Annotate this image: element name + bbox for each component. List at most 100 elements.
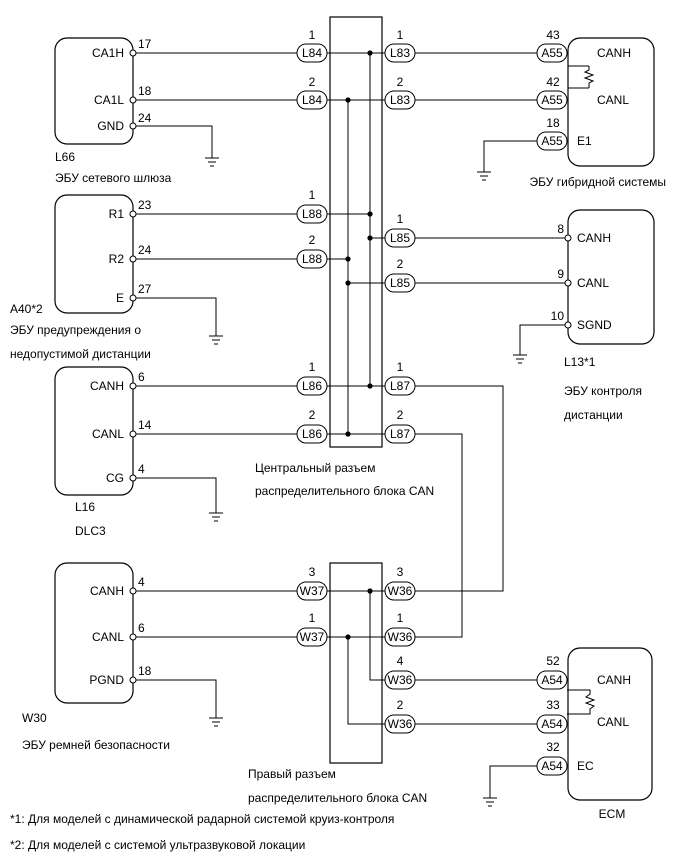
pin-number: 9 bbox=[557, 267, 564, 281]
wire-dlc-cg bbox=[133, 477, 217, 513]
pin-number: 42 bbox=[546, 75, 560, 89]
unit-code: L13*1 bbox=[564, 355, 596, 369]
unit-name: ECM bbox=[599, 807, 626, 821]
pin-number: 2 bbox=[397, 75, 404, 89]
pin-number: 18 bbox=[138, 664, 152, 678]
svg-text:L83: L83 bbox=[390, 46, 410, 60]
pin-number: 6 bbox=[138, 370, 145, 384]
pin-label: CG bbox=[106, 471, 124, 485]
connector-l86-2: L86 bbox=[296, 424, 328, 444]
splice-dot bbox=[345, 634, 351, 640]
pin-label: CANH bbox=[597, 46, 631, 60]
pin-label: CANL bbox=[92, 630, 124, 644]
pin-number: 4 bbox=[138, 575, 145, 589]
footnote: *2: Для моделей с системой ультразвуково… bbox=[10, 838, 305, 852]
connector-l87-2: L87 bbox=[384, 424, 416, 444]
ground-icon bbox=[209, 335, 223, 345]
svg-text:W36: W36 bbox=[388, 630, 413, 644]
pin-markers bbox=[129, 49, 572, 684]
resistor-hybrid bbox=[583, 66, 595, 88]
pin-number: 2 bbox=[397, 408, 404, 422]
ground-icon bbox=[477, 171, 491, 181]
svg-text:A54: A54 bbox=[541, 673, 563, 687]
pin-label: CANH bbox=[90, 379, 124, 393]
wire-l87-w36-1 bbox=[415, 433, 463, 638]
connector-w37-3: W37 bbox=[296, 581, 328, 601]
pin-label: CA1L bbox=[94, 93, 124, 107]
unit-name: ЭБУ контроля bbox=[564, 384, 642, 398]
connector-w36-2: W36 bbox=[384, 714, 416, 734]
svg-text:W37: W37 bbox=[300, 584, 325, 598]
svg-text:L86: L86 bbox=[302, 379, 322, 393]
pin-number: 18 bbox=[546, 116, 560, 130]
unit-name: ЭБУ ремней безопасности bbox=[22, 738, 170, 752]
pin-label: PGND bbox=[89, 673, 124, 687]
svg-text:W37: W37 bbox=[300, 630, 325, 644]
connector-w36-4: W36 bbox=[384, 670, 416, 690]
bus-canh-right bbox=[369, 591, 385, 681]
right-junction-label: распределительного блока CAN bbox=[248, 791, 427, 805]
wire-hybrid-e1 bbox=[483, 140, 537, 172]
svg-text:W36: W36 bbox=[388, 584, 413, 598]
pin-label: EC bbox=[577, 759, 594, 773]
connector-w37-1: W37 bbox=[296, 627, 328, 647]
pin-label: CA1H bbox=[92, 46, 124, 60]
unit-name: ЭБУ предупреждения о bbox=[10, 323, 141, 337]
central-junction-box bbox=[329, 16, 383, 448]
unit-name: недопустимой дистанции bbox=[10, 347, 151, 361]
svg-text:A54: A54 bbox=[541, 717, 563, 731]
pin-label: GND bbox=[97, 119, 124, 133]
pin-number: 14 bbox=[138, 418, 152, 432]
unit-code: W30 bbox=[22, 711, 47, 725]
pin-number: 43 bbox=[546, 28, 560, 42]
unit-code: L16 bbox=[75, 500, 95, 514]
pin-label: CANH bbox=[90, 584, 124, 598]
pin-label: E1 bbox=[577, 134, 592, 148]
splice-dot bbox=[345, 280, 351, 286]
pin-number: 4 bbox=[138, 462, 145, 476]
svg-text:W36: W36 bbox=[388, 673, 413, 687]
connector-a55-18: A55 bbox=[536, 131, 568, 151]
svg-text:A54: A54 bbox=[541, 759, 563, 773]
pin-label: R1 bbox=[109, 207, 125, 221]
pin-number: 3 bbox=[397, 565, 404, 579]
connector-l88-1: L88 bbox=[296, 204, 328, 224]
splice-dot bbox=[345, 431, 351, 437]
pin-number: 1 bbox=[397, 28, 404, 42]
pin-number: 1 bbox=[397, 360, 404, 374]
svg-text:L83: L83 bbox=[390, 93, 410, 107]
ground-icon bbox=[209, 717, 223, 727]
pin-number: 32 bbox=[546, 740, 560, 754]
ground-icon bbox=[483, 797, 497, 807]
splice-dot bbox=[345, 97, 351, 103]
connector-w36-3: W36 bbox=[384, 581, 416, 601]
pin-label: E bbox=[116, 291, 124, 305]
pin-number: 8 bbox=[557, 222, 564, 236]
splice-dot bbox=[345, 256, 351, 262]
pin-label: CANL bbox=[577, 276, 609, 290]
right-junction-label: Правый разъем bbox=[248, 767, 336, 781]
svg-text:L88: L88 bbox=[302, 207, 322, 221]
unit-name: DLC3 bbox=[75, 524, 106, 538]
wire-distance-sgnd bbox=[519, 324, 568, 355]
wire-clearance-e bbox=[133, 297, 217, 336]
connector-l86-1: L86 bbox=[296, 376, 328, 396]
belt-ecu-box bbox=[54, 562, 134, 704]
wire-belt-pgnd bbox=[133, 679, 217, 718]
splice-dot bbox=[367, 383, 373, 389]
pin-label: CANL bbox=[92, 427, 124, 441]
pin-number: 2 bbox=[397, 698, 404, 712]
resistor-ecm bbox=[567, 689, 596, 715]
footnote: *1: Для моделей с динамической радарной … bbox=[10, 812, 394, 826]
pin-label: CANH bbox=[577, 231, 611, 245]
unit-code: L66 bbox=[55, 150, 75, 164]
unit-code: A40*2 bbox=[10, 302, 43, 316]
unit-name: ЭБУ гибридной системы bbox=[530, 175, 666, 189]
connector-w36-1: W36 bbox=[384, 627, 416, 647]
svg-text:A55: A55 bbox=[541, 93, 563, 107]
ground-icon bbox=[209, 512, 223, 522]
pin-number: 27 bbox=[138, 282, 152, 296]
splice-dot bbox=[367, 235, 373, 241]
connector-a55-43: A55 bbox=[536, 43, 568, 63]
connector-l87-1: L87 bbox=[384, 376, 416, 396]
